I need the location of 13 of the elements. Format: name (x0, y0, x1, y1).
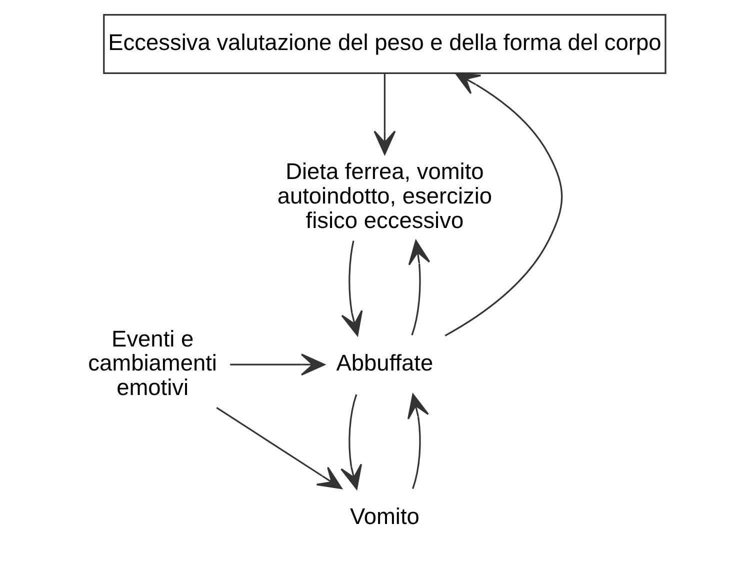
node-text: Dieta ferrea, vomito autoindotto, esercizio fisico eccessivo (277, 158, 492, 233)
arrow (341, 240, 363, 336)
arrow (407, 394, 429, 489)
node-box: Eccessiva valutazione del peso e della forma del corpo (103, 14, 666, 74)
arrow (444, 72, 563, 336)
arrow (230, 354, 326, 376)
arrow (374, 74, 396, 155)
node-text: Eventi e cambiamenti emotivi (88, 325, 217, 400)
arrow (340, 394, 362, 490)
arrow (408, 240, 430, 336)
node-text: Abbuffate (336, 350, 434, 376)
arrow (216, 406, 342, 490)
node-text: Vomito (350, 502, 420, 529)
